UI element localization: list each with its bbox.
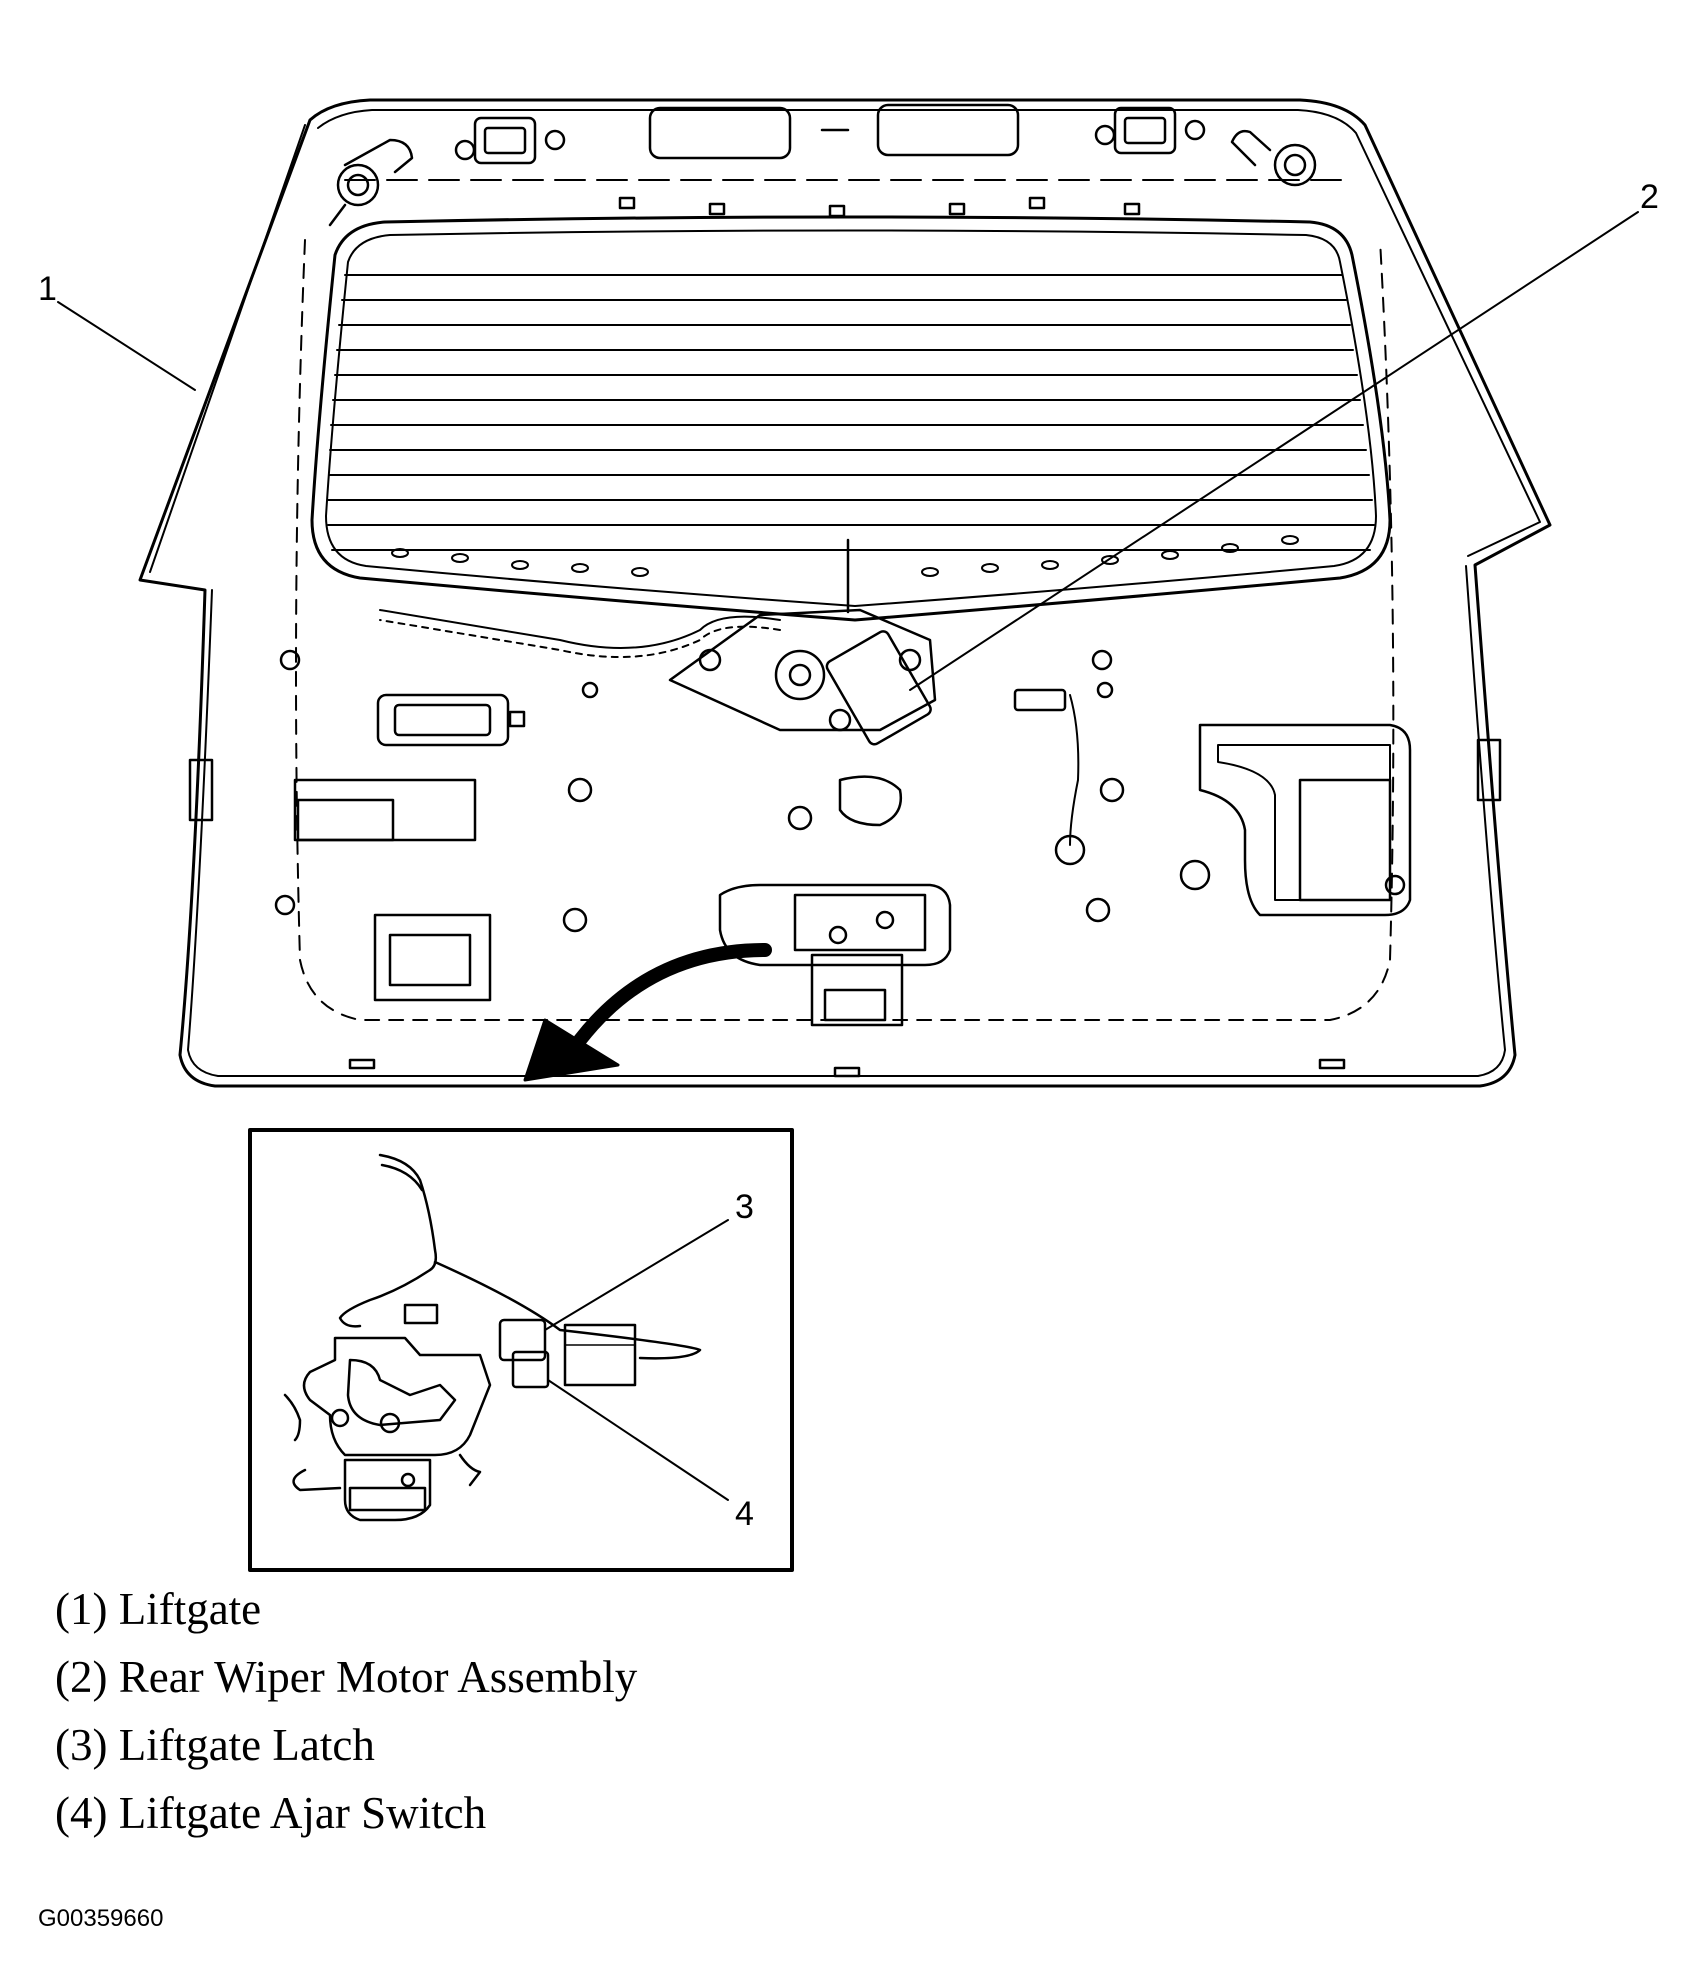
rear-window bbox=[310, 215, 1392, 622]
callout-numbers: 1 2 3 4 bbox=[38, 178, 1659, 1533]
legend: (1) Liftgate (2) Rear Wiper Motor Assemb… bbox=[55, 1575, 637, 1847]
callout-2: 2 bbox=[1640, 178, 1659, 216]
curved-arrow bbox=[523, 943, 772, 1082]
latch-detail-inset bbox=[248, 1128, 794, 1572]
rear-wiper-motor-assembly bbox=[379, 538, 937, 746]
legend-item-rear-wiper-motor: (2) Rear Wiper Motor Assembly bbox=[55, 1652, 638, 1702]
leader-lines bbox=[57, 211, 1639, 1501]
liftgate-latch-area bbox=[718, 883, 952, 1027]
callout-3: 3 bbox=[735, 1188, 754, 1226]
callout-4: 4 bbox=[735, 1495, 754, 1533]
legend-item-liftgate: (1) Liftgate bbox=[55, 1584, 262, 1634]
legend-item-liftgate-ajar-switch: (4) Liftgate Ajar Switch bbox=[55, 1788, 487, 1838]
legend-item-liftgate-latch: (3) Liftgate Latch bbox=[55, 1720, 375, 1770]
callout-1: 1 bbox=[38, 270, 57, 308]
defroster-grid-lines bbox=[327, 274, 1375, 551]
lower-panel-details bbox=[188, 649, 1502, 1078]
latch-detail-drawing bbox=[283, 1153, 702, 1522]
top-hardware bbox=[328, 103, 1317, 227]
figure-id: G00359660 bbox=[38, 1905, 164, 1932]
